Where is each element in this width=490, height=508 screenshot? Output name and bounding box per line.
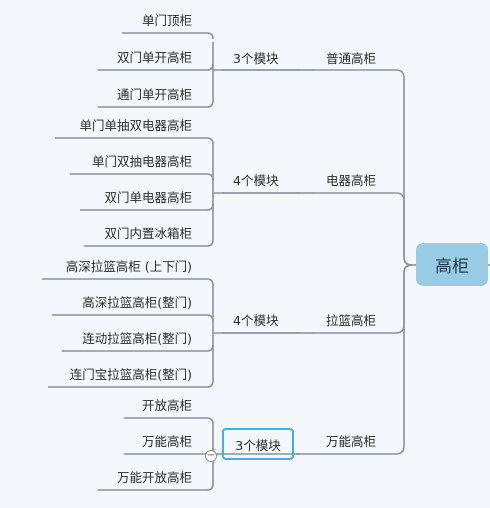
- leaf-node[interactable]: 单门顶柜: [141, 13, 192, 28]
- root-node[interactable]: 高柜: [416, 243, 488, 286]
- leaf-underline: [80, 203, 214, 211]
- leaf-underline: [42, 278, 214, 286]
- module-node-selected[interactable]: 3个模块: [222, 428, 294, 460]
- leaf-node[interactable]: 万能开放高柜: [116, 470, 192, 485]
- leaf-node[interactable]: 双门内置冰箱柜: [104, 226, 192, 241]
- module-node[interactable]: 4个模块: [233, 313, 279, 328]
- category-node[interactable]: 拉篮高柜: [326, 313, 377, 328]
- leaf-node[interactable]: 双门单开高柜: [116, 50, 192, 65]
- leaf-underline: [122, 32, 214, 40]
- leaf-underline: [98, 483, 214, 491]
- leaf-node[interactable]: 单门单抽双电器高柜: [79, 118, 192, 133]
- leaf-underline: [84, 239, 214, 247]
- collapse-toggle-icon[interactable]: −: [205, 450, 217, 462]
- leaf-node[interactable]: 连动拉篮高柜(整门): [82, 331, 192, 346]
- module-label: 3个模块: [235, 437, 281, 453]
- category-node[interactable]: 电器高柜: [326, 173, 377, 188]
- category-node[interactable]: 普通高柜: [326, 51, 377, 66]
- leaf-node[interactable]: 连门宝拉篮高柜(整门): [69, 367, 192, 382]
- category-connector: [315, 69, 413, 266]
- module-node[interactable]: 4个模块: [233, 173, 279, 188]
- category-connector: [315, 192, 413, 266]
- module-node[interactable]: 3个模块: [233, 51, 279, 66]
- leaf-node[interactable]: 高深拉篮高柜 (上下门): [65, 259, 192, 274]
- root-label: 高柜: [435, 257, 469, 277]
- leaf-underline: [52, 314, 214, 322]
- leaf-node[interactable]: 双门单电器高柜: [104, 190, 192, 205]
- category-connector: [315, 264, 413, 455]
- leaf-node[interactable]: 开放高柜: [141, 398, 192, 413]
- leaf-underline: [98, 63, 214, 71]
- leaf-underline: [124, 417, 214, 425]
- leaf-underline: [48, 380, 214, 388]
- category-node[interactable]: 万能高柜: [326, 434, 377, 449]
- leaf-underline: [98, 100, 214, 108]
- leaf-underline: [70, 173, 214, 181]
- leaf-underline: [55, 137, 214, 145]
- leaf-node[interactable]: 万能高柜: [141, 434, 192, 449]
- leaf-node[interactable]: 通门单开高柜: [116, 87, 192, 102]
- leaf-node[interactable]: 单门双抽电器高柜: [91, 154, 192, 169]
- leaf-node[interactable]: 高深拉篮高柜(整门): [82, 295, 192, 310]
- leaf-underline: [62, 344, 214, 352]
